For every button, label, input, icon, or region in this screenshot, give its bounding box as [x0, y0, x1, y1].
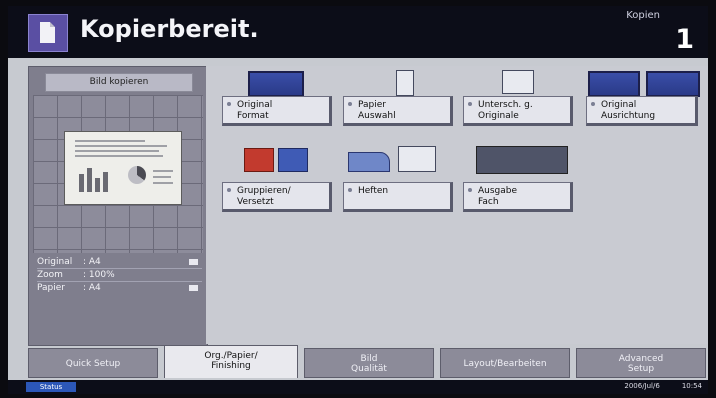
- copier-screen: Kopierbereit. Kopien 1 Bild kopieren Ori…: [8, 6, 708, 394]
- copies-count: 1: [675, 24, 694, 55]
- date-text: 2006/Jul/6: [624, 382, 660, 390]
- staple-document-icon: [398, 146, 436, 172]
- tab-layout-edit[interactable]: Layout/Bearbeiten: [440, 348, 570, 378]
- paper-orientation-icon: [189, 285, 198, 291]
- status-bar: Status 2006/Jul/6 10:54: [8, 380, 708, 394]
- sort-offset-icon: [244, 148, 274, 172]
- staple-button[interactable]: Heften: [343, 182, 453, 212]
- mixed-originals-icon: [502, 70, 534, 94]
- document-thumbnail-icon: [64, 131, 182, 205]
- paper-selection-icon: [396, 70, 414, 96]
- page-title: Kopierbereit.: [80, 15, 259, 43]
- orientation-landscape-icon: [646, 71, 700, 97]
- mixed-originals-button[interactable]: Untersch. g.Originale: [463, 96, 573, 126]
- tab-quick-setup[interactable]: Quick Setup: [28, 348, 158, 378]
- group-offset-button[interactable]: Gruppieren/Versetzt: [222, 182, 332, 212]
- copies-label: Kopien: [626, 10, 660, 21]
- preview-title: Bild kopieren: [45, 73, 193, 92]
- original-orientation-icon: [189, 259, 198, 265]
- status-button[interactable]: Status: [26, 382, 76, 392]
- date-time: 2006/Jul/6 10:54: [602, 382, 702, 390]
- header-bar: Kopierbereit. Kopien 1: [8, 6, 708, 58]
- tab-org-paper-finishing[interactable]: Org./Papier/Finishing: [164, 345, 298, 378]
- output-tray-icon: [476, 146, 568, 174]
- orientation-portrait-icon: [588, 71, 640, 97]
- preview-panel: Bild kopieren Original : A4 Zoom : 100%: [28, 66, 208, 346]
- group-icon: [278, 148, 308, 172]
- stapler-icon: [348, 152, 390, 172]
- copy-mode-icon: [28, 14, 68, 52]
- time-text: 10:54: [681, 382, 702, 390]
- original-format-icon: [248, 71, 304, 97]
